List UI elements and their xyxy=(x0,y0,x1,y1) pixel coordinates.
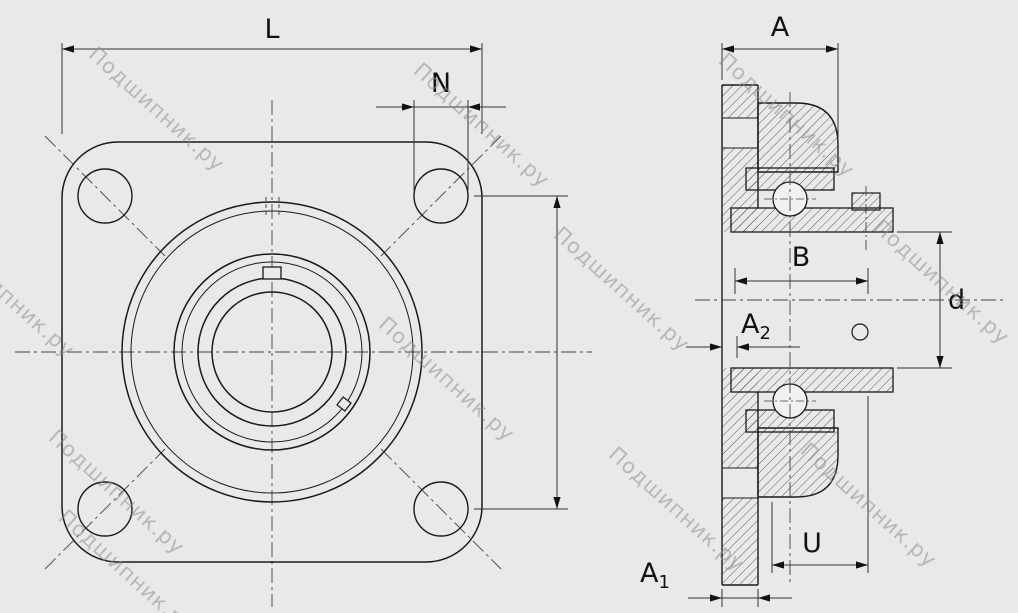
dim-label-B: B xyxy=(792,242,811,273)
front-view xyxy=(15,100,592,607)
side-view-dimensions: A B A2 d xyxy=(640,12,965,607)
bolt-holes xyxy=(77,168,469,537)
front-view-dimensions: L N xyxy=(61,14,568,510)
bore-notch xyxy=(336,396,352,412)
dim-label-L: L xyxy=(264,14,279,45)
dimension-L: L xyxy=(61,14,483,134)
dim-label-A: A xyxy=(771,12,790,43)
dimension-d: d xyxy=(897,231,965,369)
dimension-N: N xyxy=(376,68,506,190)
dim-label-d: d xyxy=(948,285,965,316)
dimension-B: B xyxy=(734,242,869,294)
dim-label-N: N xyxy=(431,68,451,99)
housing-boss-bottom xyxy=(757,427,839,498)
side-view xyxy=(695,84,1006,586)
flange-outline xyxy=(61,141,483,563)
hidden-hole-lines xyxy=(265,197,280,217)
sleeve-bottom xyxy=(730,367,894,393)
set-screw-hole xyxy=(851,323,869,341)
dimension-A2: A2 xyxy=(686,309,800,358)
front-view-centerlines xyxy=(15,100,592,607)
dim-label-U: U xyxy=(802,528,822,559)
housing-boss-top xyxy=(757,102,839,173)
ball-centerlines xyxy=(764,198,816,402)
side-view-centerlines xyxy=(695,92,1006,583)
set-screw-front xyxy=(262,266,282,280)
dimension-U: U xyxy=(771,396,869,573)
flange-plate-section xyxy=(721,84,759,586)
dimension-A1: A1 xyxy=(640,558,792,607)
sleeve-top xyxy=(730,207,894,233)
dim-label-A1: A1 xyxy=(640,558,670,593)
dimension-A: A xyxy=(721,12,839,138)
dimension-bolt-spacing xyxy=(474,195,568,510)
dim-label-A2: A2 xyxy=(741,309,771,344)
